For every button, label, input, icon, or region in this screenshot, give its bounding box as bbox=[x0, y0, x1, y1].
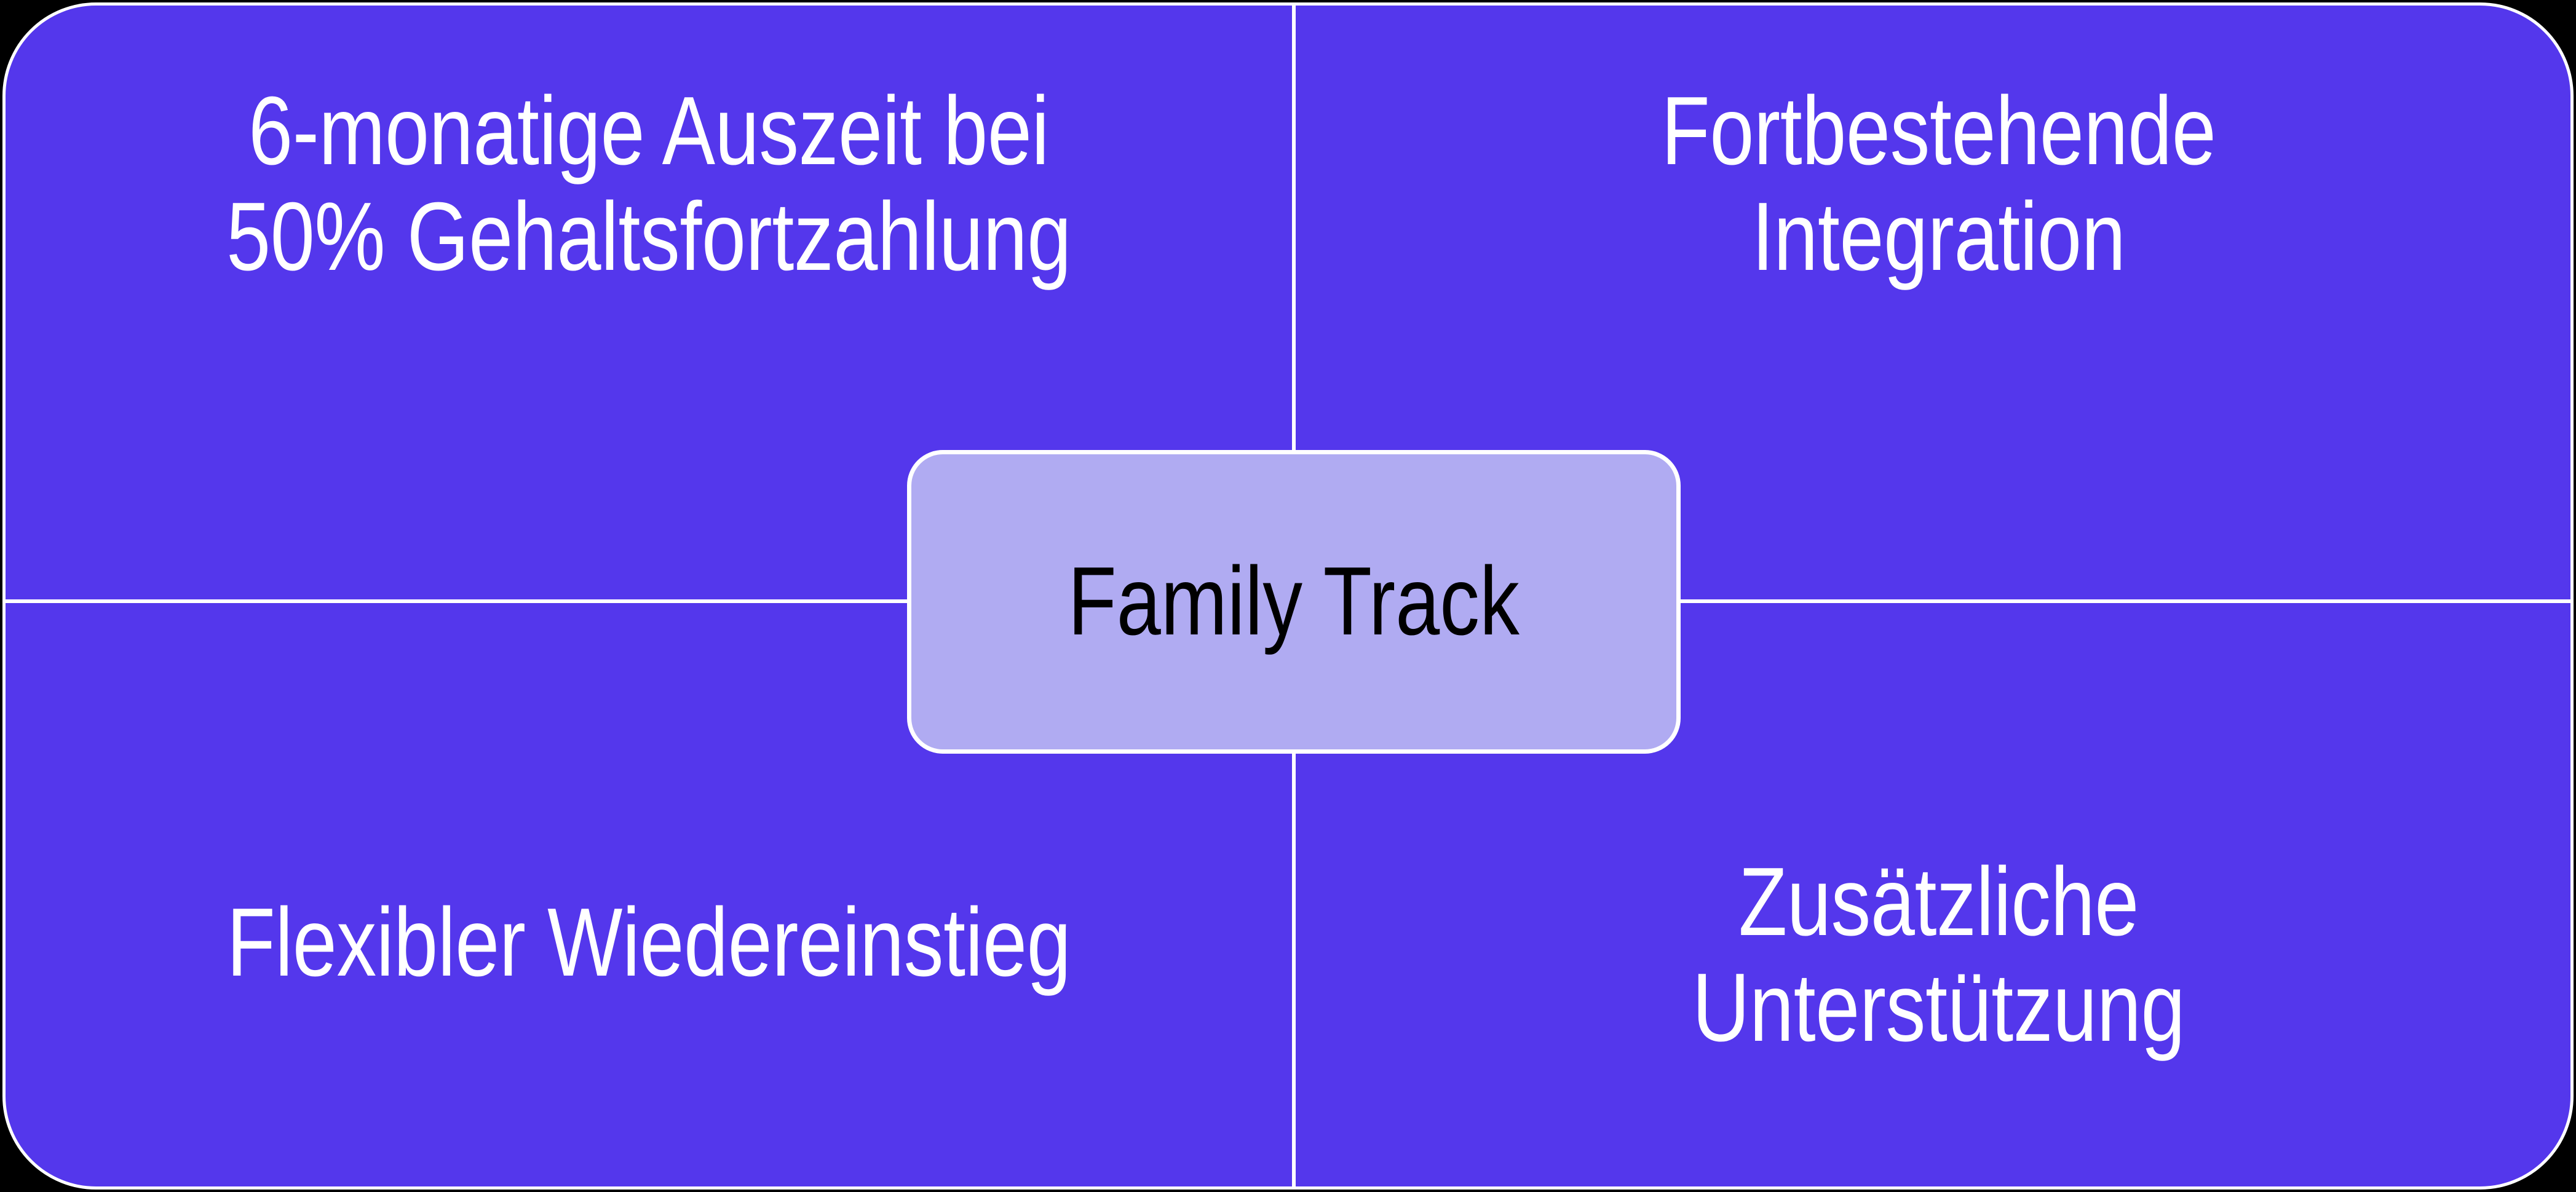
quadrant-bottom-right[interactable]: Zusätzliche Unterstützung bbox=[1296, 603, 2570, 1186]
quadrant-bottom-left[interactable]: Flexibler Wiedereinstieg bbox=[6, 603, 1292, 1186]
quadrant-top-left-label: 6-monatige Auszeit bei 50% Gehaltsfortza… bbox=[226, 77, 1071, 291]
quadrant-bottom-left-label: Flexibler Wiedereinstieg bbox=[226, 888, 1071, 997]
quadrant-top-left[interactable]: 6-monatige Auszeit bei 50% Gehaltsfortza… bbox=[6, 6, 1292, 599]
center-node-label: Family Track bbox=[1068, 547, 1520, 656]
quadrant-bottom-right-label: Zusätzliche Unterstützung bbox=[1692, 848, 2186, 1062]
quadrant-top-right[interactable]: Fortbestehende Integration bbox=[1296, 6, 2570, 599]
quadrant-top-right-label: Fortbestehende Integration bbox=[1661, 77, 2216, 291]
center-node[interactable]: Family Track bbox=[907, 450, 1681, 754]
